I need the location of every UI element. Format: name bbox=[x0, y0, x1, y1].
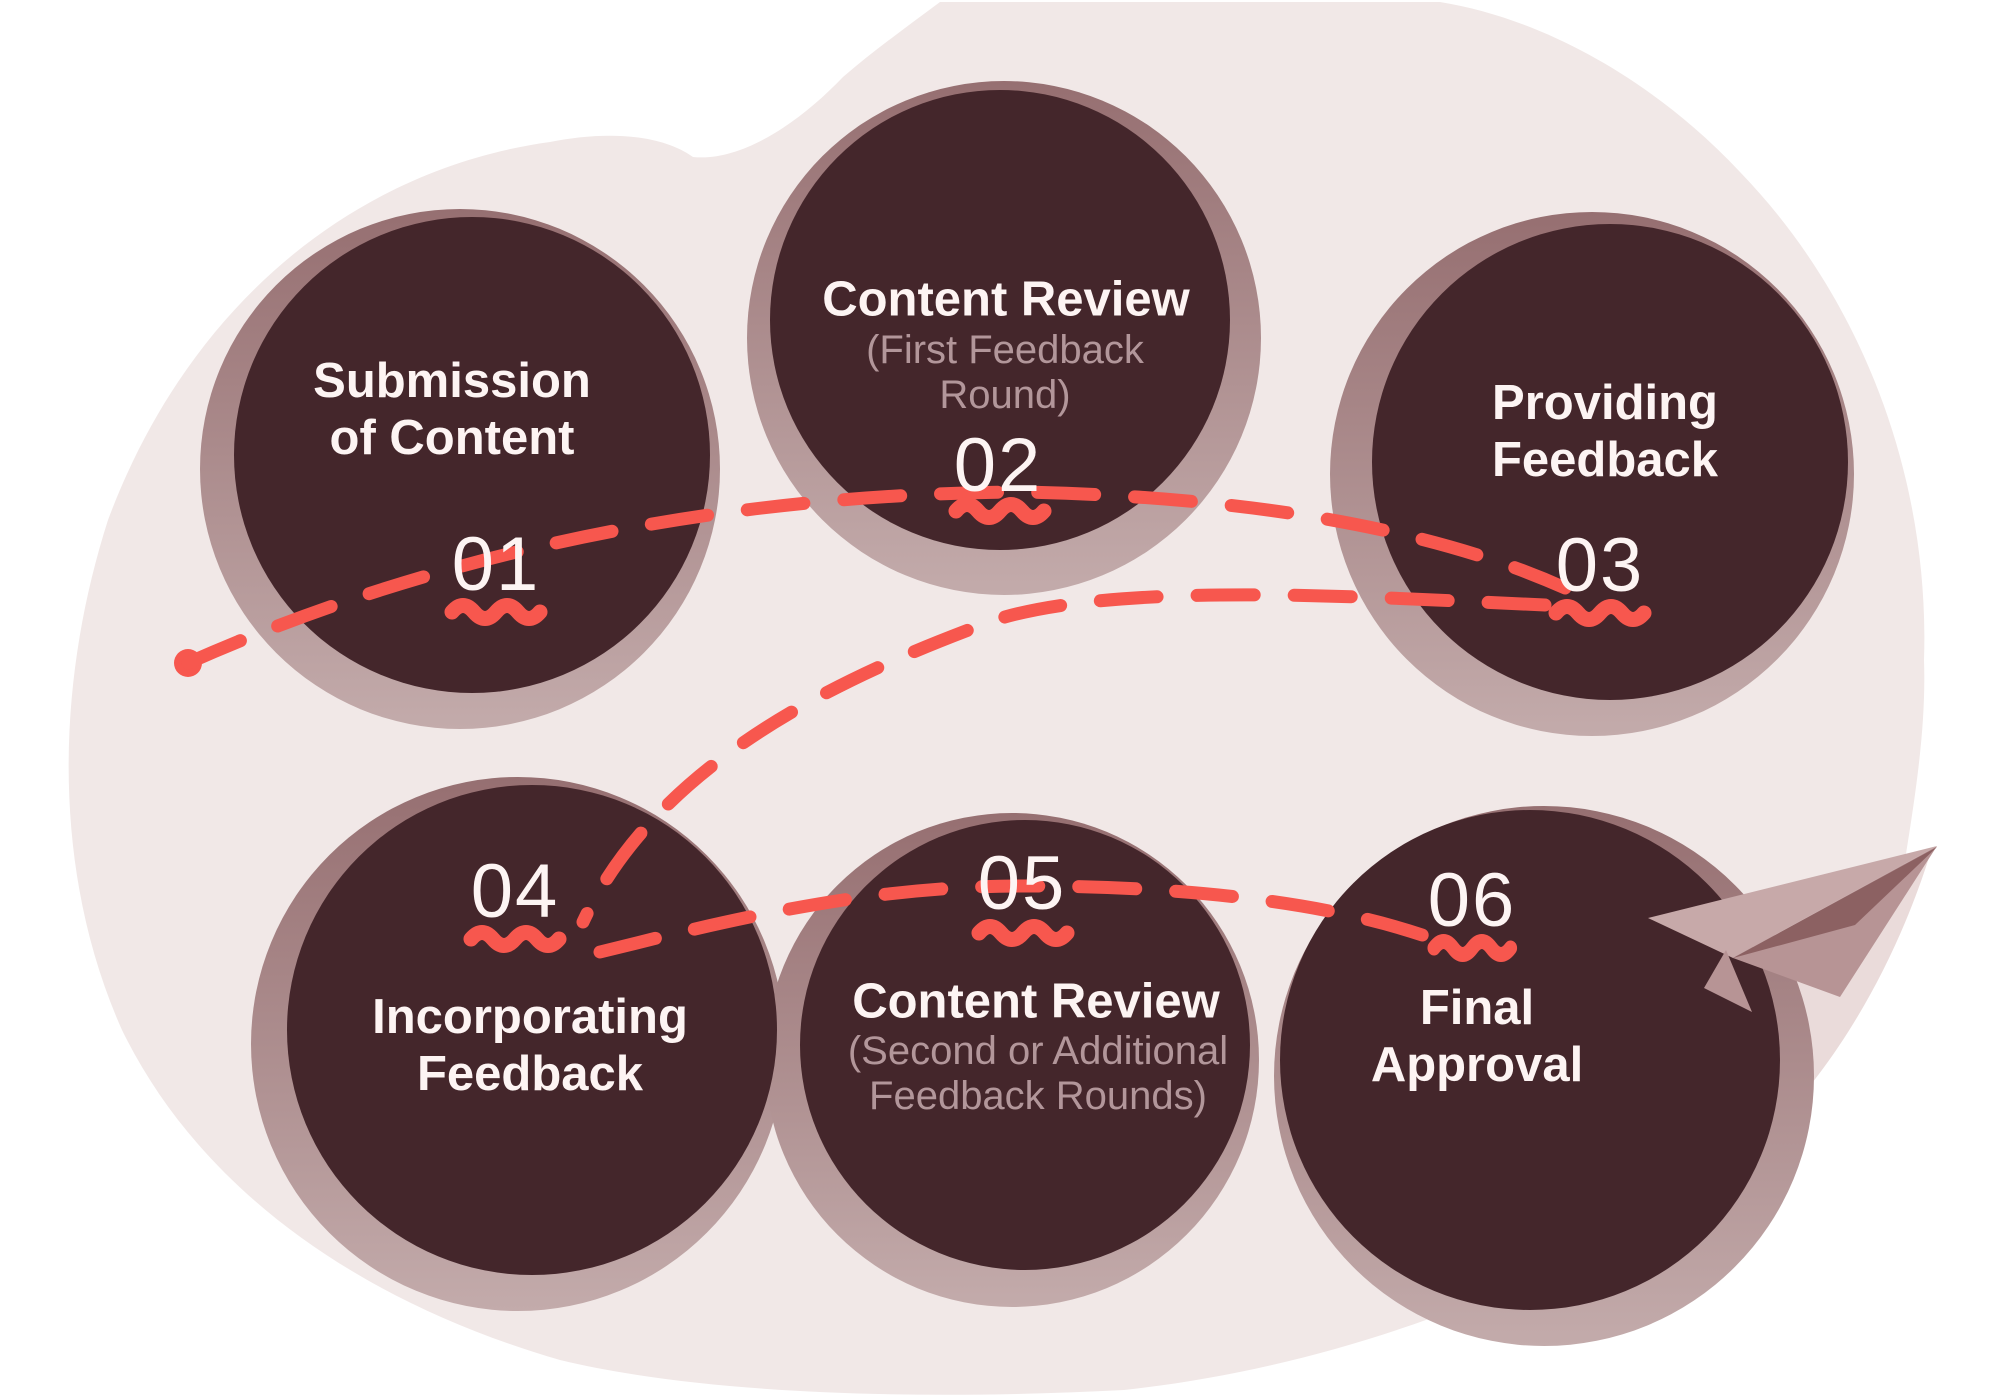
flow-line-1-2-3 bbox=[181, 485, 1572, 670]
step-3-circle bbox=[1372, 224, 1848, 700]
step-1-number: 01 bbox=[451, 522, 541, 607]
step-2-number: 02 bbox=[953, 423, 1043, 508]
step-5-underline bbox=[971, 919, 1075, 947]
step-1-underline bbox=[444, 598, 548, 626]
flow-line-3-4 bbox=[576, 588, 1552, 929]
step-1-title: Submission of Content bbox=[313, 354, 591, 465]
flow-line-4-5-6 bbox=[593, 879, 1435, 959]
step-1-circle bbox=[234, 217, 710, 693]
step-2-underline bbox=[948, 497, 1052, 525]
step-4-title: Incorporating Feedback bbox=[372, 990, 688, 1101]
step-3-number: 03 bbox=[1555, 523, 1645, 608]
step-4-underline bbox=[463, 925, 567, 953]
step-4-circle bbox=[287, 785, 777, 1275]
step-6-title: Final Approval bbox=[1370, 981, 1584, 1092]
step-5-subtitle: (Second or Additional Feedback Rounds) bbox=[847, 1029, 1229, 1118]
step-2-subtitle: (First Feedback Round) bbox=[866, 328, 1144, 417]
step-5-number: 05 bbox=[977, 841, 1067, 926]
paper-plane-top-wing bbox=[1648, 846, 1937, 958]
step-6-underline bbox=[1427, 934, 1518, 962]
step-5-circle bbox=[800, 820, 1250, 1270]
paper-plane-tail-fin bbox=[1704, 950, 1752, 1012]
step-4-number: 04 bbox=[470, 849, 560, 934]
step-5-title: Content Review bbox=[852, 974, 1220, 1029]
step-3-title: Providing Feedback bbox=[1491, 376, 1719, 487]
step-2-circle bbox=[770, 90, 1230, 550]
step-3-underline bbox=[1548, 599, 1652, 627]
paper-plane-icon bbox=[1648, 846, 1937, 1012]
step-2-title: Content Review bbox=[822, 272, 1190, 327]
paper-plane-crease bbox=[1733, 847, 1937, 958]
step-6-number: 06 bbox=[1427, 858, 1517, 943]
